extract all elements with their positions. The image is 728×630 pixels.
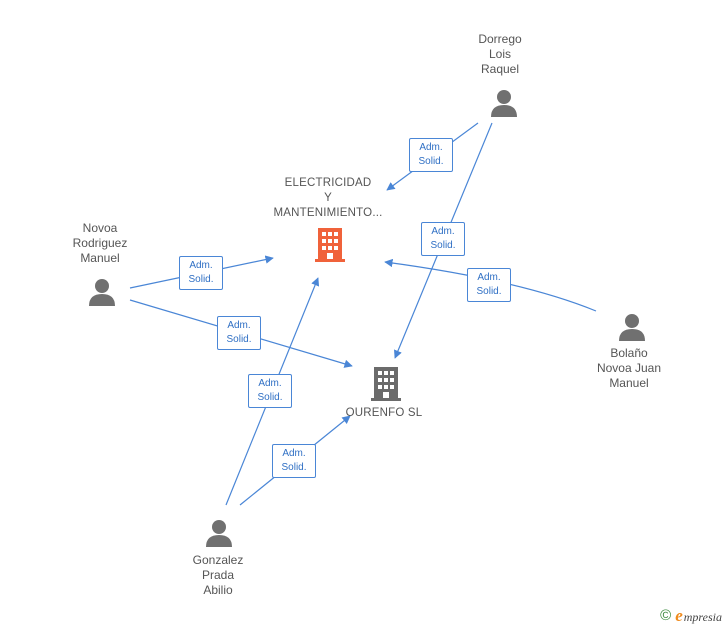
relation-label-bolano-electricidad[interactable]: Adm. Solid. xyxy=(467,268,511,302)
person-icon[interactable] xyxy=(491,90,517,117)
relation-label-line2: Solid. xyxy=(226,334,252,345)
relation-label-line2: Solid. xyxy=(257,392,283,403)
relation-label-line1: Adm. xyxy=(419,142,443,153)
relation-label-novoa-ourenfo[interactable]: Adm. Solid. xyxy=(217,316,261,350)
person-name-gonzalez[interactable]: Gonzalez Prada Abilio xyxy=(192,553,244,597)
relation-label-line1: Adm. xyxy=(258,378,282,389)
relation-label-dorrego-ourenfo[interactable]: Adm. Solid. xyxy=(421,222,465,256)
relation-label-line1: Adm. xyxy=(282,448,306,459)
copyright-icon: © xyxy=(660,607,672,624)
building-icon[interactable] xyxy=(371,367,401,401)
brand-initial: e xyxy=(675,606,683,625)
relation-label-line1: Adm. xyxy=(227,320,251,331)
building-icon[interactable] xyxy=(315,228,345,262)
relation-label-dorrego-electricidad[interactable]: Adm. Solid. xyxy=(409,138,453,172)
brand-name: mpresia xyxy=(683,610,722,624)
relation-label-gonzalez-electricidad[interactable]: Adm. Solid. xyxy=(248,374,292,408)
person-icon[interactable] xyxy=(206,520,232,547)
footer-brand: © e mpresia xyxy=(660,606,722,626)
relation-label-line1: Adm. xyxy=(477,272,501,283)
person-name-novoa[interactable]: Novoa Rodriguez Manuel xyxy=(72,221,128,265)
relation-label-line1: Adm. xyxy=(189,260,213,271)
company-name-electricidad[interactable]: ELECTRICIDAD Y MANTENIMIENTO... xyxy=(273,177,383,219)
relation-label-line2: Solid. xyxy=(188,274,214,285)
relation-label-line2: Solid. xyxy=(430,240,456,251)
person-icon[interactable] xyxy=(619,314,645,341)
relation-label-gonzalez-ourenfo[interactable]: Adm. Solid. xyxy=(272,444,316,478)
relation-label-novoa-electricidad[interactable]: Adm. Solid. xyxy=(179,256,223,290)
relation-label-line2: Solid. xyxy=(281,462,307,473)
person-name-bolano[interactable]: Bolaño Novoa Juan Manuel xyxy=(596,346,662,390)
relation-label-line2: Solid. xyxy=(418,156,444,167)
person-name-dorrego[interactable]: Dorrego Lois Raquel xyxy=(478,32,522,76)
company-name-ourenfo[interactable]: OURENFO SL xyxy=(345,407,423,419)
relation-label-line1: Adm. xyxy=(431,226,455,237)
person-icon[interactable] xyxy=(89,279,115,306)
empresia-logo[interactable]: e mpresia xyxy=(675,606,722,626)
relation-label-line2: Solid. xyxy=(476,286,502,297)
